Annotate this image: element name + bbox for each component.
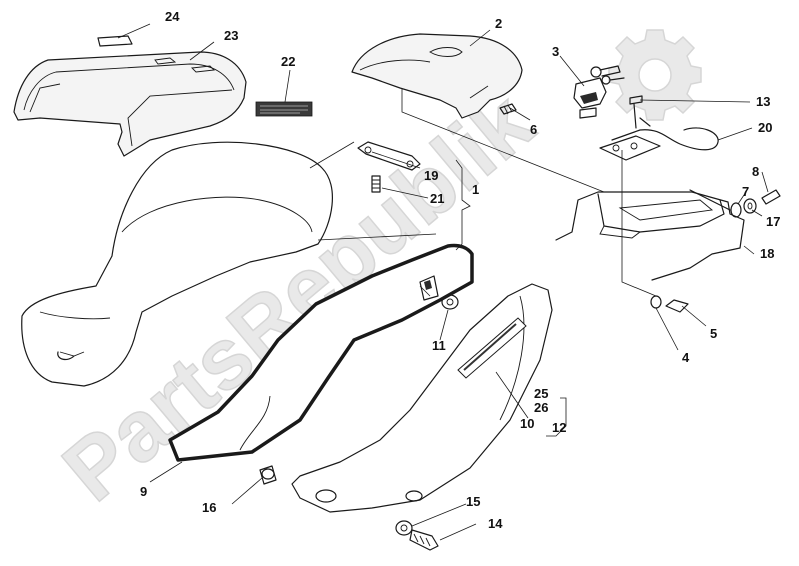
lock-bracket (599, 135, 661, 161)
callout-8: 8 (752, 164, 759, 179)
part-16-grommet (259, 465, 277, 485)
part-22-emblem-strip (255, 101, 313, 117)
callout-18: 18 (760, 246, 774, 261)
callout-10: 10 (520, 416, 534, 431)
callout-numbers: 24 23 22 2 3 6 13 20 8 7 17 18 5 4 19 1 … (140, 9, 780, 531)
part-17-nut (743, 198, 757, 214)
side-panel (291, 283, 553, 513)
part-10-decal (457, 317, 527, 379)
part-2-tail-cover (351, 33, 523, 119)
callout-24: 24 (165, 9, 180, 24)
part-13-screw (629, 95, 643, 129)
part-21-screw (371, 175, 381, 193)
callout-11: 11 (432, 338, 446, 353)
part-6-screw (499, 103, 517, 115)
callout-19: 19 (424, 168, 438, 183)
callout-16: 16 (202, 500, 216, 515)
seat (21, 141, 333, 387)
part-18-frame-bracket (555, 189, 745, 281)
part-11-grommet (441, 294, 459, 310)
callout-9: 9 (140, 484, 147, 499)
callout-4: 4 (682, 350, 690, 365)
leader-lines (117, 23, 769, 541)
part-23-seat-cowl (13, 51, 247, 157)
part-15-spacer (395, 520, 413, 536)
callout-1: 1 (472, 182, 479, 197)
callout-22: 22 (281, 54, 295, 69)
part-4-washer (650, 295, 662, 309)
callout-13: 13 (756, 94, 770, 109)
callout-23: 23 (224, 28, 238, 43)
part-9-trim-seal (168, 243, 474, 462)
part-24-pad (97, 35, 133, 47)
callout-5: 5 (710, 326, 717, 341)
callout-17: 17 (766, 214, 780, 229)
part-7-washer (730, 202, 742, 218)
part-20-cable (611, 117, 719, 151)
part-3-lock-assembly (573, 65, 625, 119)
part-8-bolt (761, 189, 781, 205)
callout-3: 3 (552, 44, 559, 59)
callout-26: 26 (534, 400, 548, 415)
gear-icon (608, 29, 702, 121)
callout-2: 2 (495, 16, 502, 31)
callout-12: 12 (552, 420, 566, 435)
callout-14: 14 (488, 516, 503, 531)
callout-21: 21 (430, 191, 444, 206)
callout-25: 25 (534, 386, 548, 401)
clip (419, 275, 439, 301)
part-14-bolt (409, 529, 439, 551)
callout-6: 6 (530, 122, 537, 137)
callout-15: 15 (466, 494, 480, 509)
callout-20: 20 (758, 120, 772, 135)
part-5-bolt (665, 299, 689, 313)
callout-7: 7 (742, 184, 749, 199)
